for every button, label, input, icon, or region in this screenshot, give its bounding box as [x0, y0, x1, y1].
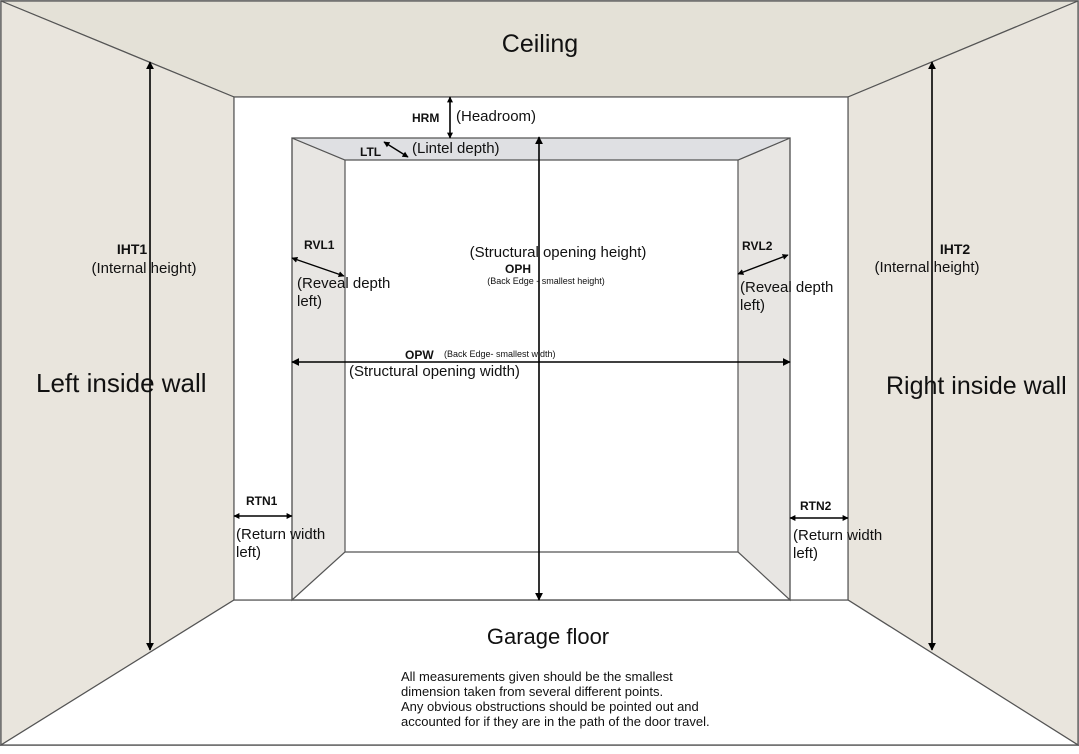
hrm-code: HRM: [412, 111, 439, 125]
rtn1-code: RTN1: [246, 494, 278, 508]
hrm-description: (Headroom): [456, 108, 536, 125]
rtn1-description-line1: (Return width: [236, 526, 325, 543]
rtn2-description-line2: left): [793, 545, 818, 562]
reveal-right: [737, 137, 791, 602]
left-wall-label: Left inside wall: [36, 368, 207, 398]
ltl-arrow: [383, 141, 409, 158]
floor-label: Garage floor: [487, 624, 609, 649]
iht1-code: IHT1: [117, 241, 148, 257]
iht2-code: IHT2: [940, 241, 971, 257]
ceiling-label: Ceiling: [502, 30, 578, 58]
opw-description: (Structural opening width): [349, 363, 520, 380]
note-line: All measurements given should be the sma…: [401, 669, 673, 684]
rvl2-description-line1: (Reveal depth: [740, 279, 833, 296]
oph-note: (Back Edge - smallest height): [487, 276, 605, 286]
rtn1-description-line2: left): [236, 544, 261, 561]
opw-code: OPW: [405, 348, 434, 362]
rvl2-description-line2: left): [740, 297, 765, 314]
iht2-description: (Internal height): [874, 259, 979, 276]
rtn2-description-line1: (Return width: [793, 527, 882, 544]
oph-description: (Structural opening height): [470, 244, 647, 261]
rvl2-code: RVL2: [742, 239, 773, 253]
opw-note: (Back Edge- smallest width): [444, 349, 556, 359]
iht1-description: (Internal height): [91, 260, 196, 277]
rvl1-code: RVL1: [304, 238, 335, 252]
ltl-description: (Lintel depth): [412, 140, 500, 157]
note-line: accounted for if they are in the path of…: [401, 714, 710, 729]
oph-code: OPH: [505, 262, 531, 276]
rtn2-code: RTN2: [800, 499, 832, 513]
ltl-code: LTL: [360, 145, 381, 159]
rvl1-description-line2: left): [297, 293, 322, 310]
note-line: Any obvious obstructions should be point…: [401, 699, 699, 714]
rvl2-arrow: [737, 254, 789, 275]
rvl1-description-line1: (Reveal depth: [297, 275, 390, 292]
note-line: dimension taken from several different p…: [401, 684, 663, 699]
right-wall-label: Right inside wall: [886, 372, 1067, 400]
rvl1-arrow: [291, 256, 345, 278]
